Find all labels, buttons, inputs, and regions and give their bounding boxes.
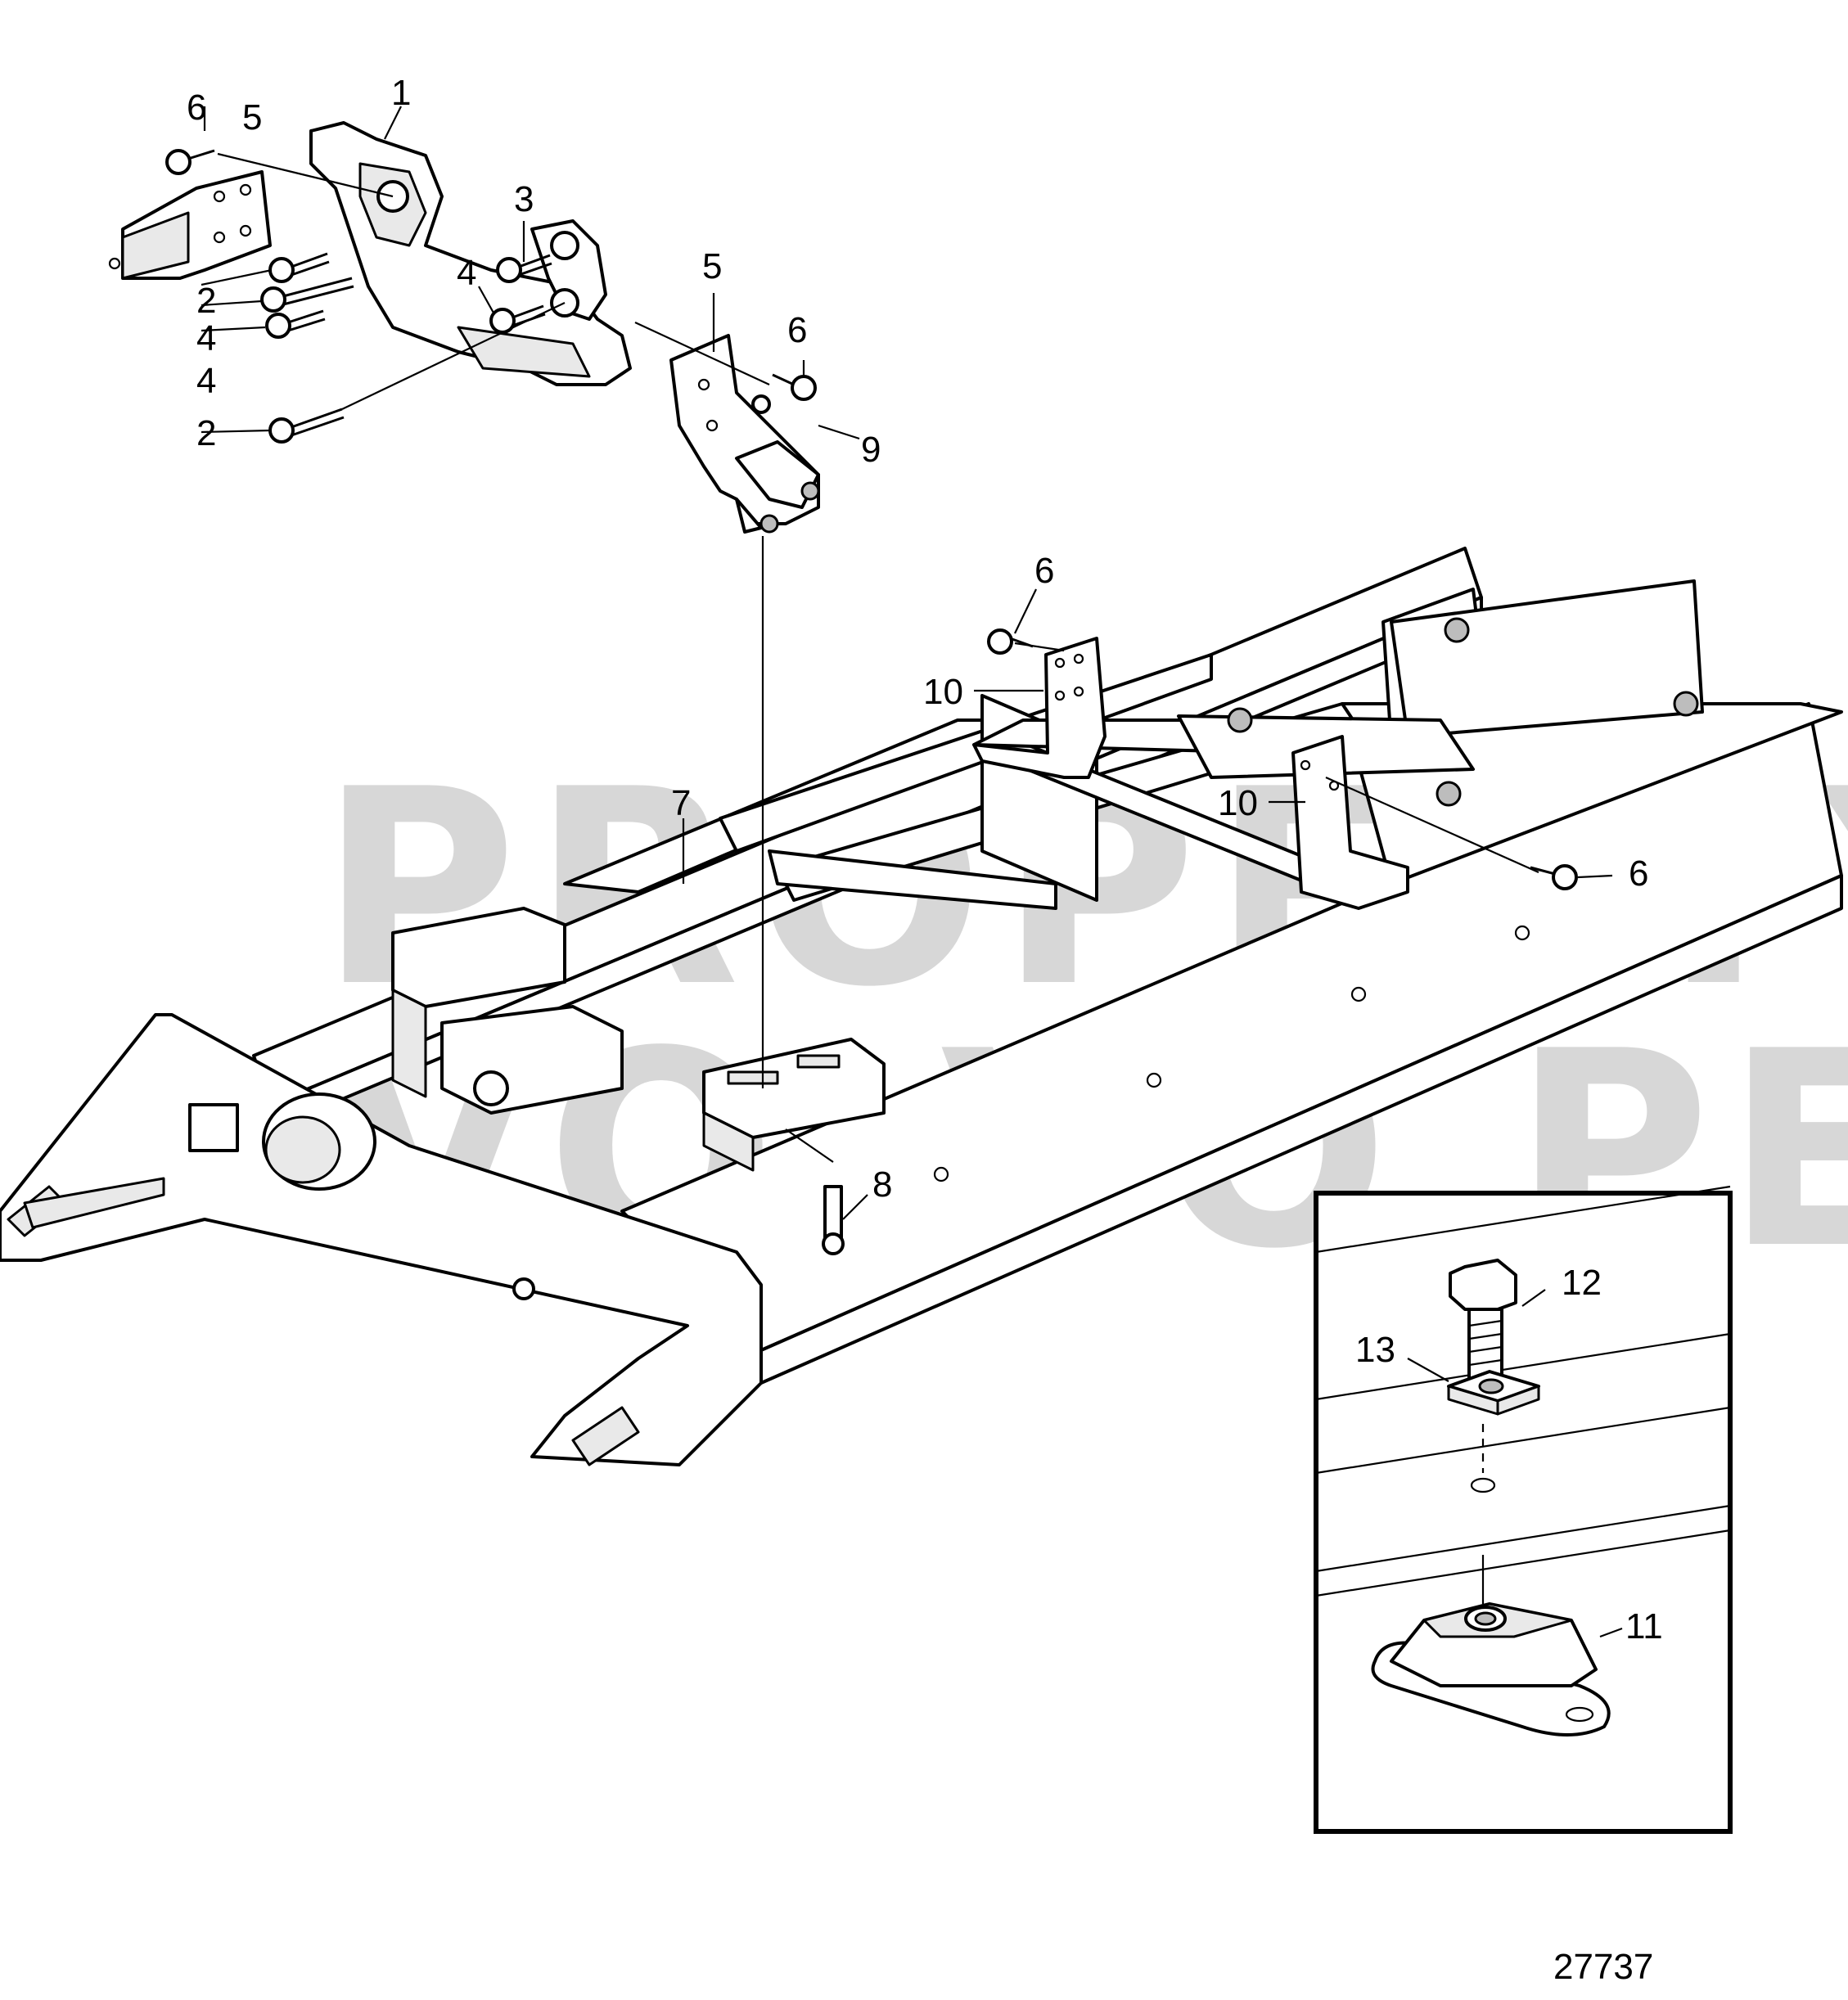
- engine-mount-bracket: [309, 121, 632, 386]
- callout-4a: 4: [457, 253, 476, 293]
- callout-7: 7: [671, 783, 691, 823]
- callout-6b: 6: [787, 310, 807, 350]
- callout-6a: 6: [187, 88, 206, 128]
- bolt-icon: [987, 628, 1034, 655]
- callout-5a: 5: [242, 97, 262, 137]
- callout-10a: 10: [923, 672, 963, 712]
- mount-plate-left: [108, 170, 272, 280]
- callout-12: 12: [1562, 1263, 1602, 1303]
- bolt-icon: [1530, 864, 1578, 890]
- bolt-icon: [165, 149, 215, 175]
- bolt-icon: [751, 394, 771, 414]
- callout-4b: 4: [196, 318, 216, 358]
- detail-inset: [1314, 1185, 1733, 1834]
- callout-2a: 2: [196, 281, 216, 321]
- mount-plate-right: [669, 334, 820, 534]
- callout-13: 13: [1355, 1330, 1395, 1370]
- callout-8: 8: [872, 1164, 892, 1205]
- engine-bed-frame: [0, 547, 1843, 1466]
- callout-9: 9: [861, 430, 881, 470]
- callout-5b: 5: [702, 246, 722, 286]
- hex-bolt-icon: [1449, 1259, 1517, 1385]
- leader-lines: [201, 106, 1613, 1220]
- callout-6d: 6: [1629, 854, 1648, 894]
- bolt-icon: [268, 408, 345, 444]
- bolt-icon: [260, 277, 354, 313]
- callout-4c: 4: [196, 361, 216, 401]
- callout-3: 3: [514, 179, 534, 219]
- angle-bracket-front: [972, 637, 1107, 779]
- callout-1: 1: [391, 73, 411, 113]
- bolt-icon: [265, 309, 326, 339]
- callout-11: 11: [1625, 1606, 1663, 1646]
- callout-6c: 6: [1034, 551, 1054, 591]
- angle-bracket-rear: [1291, 735, 1409, 910]
- callout-10b: 10: [1218, 783, 1258, 823]
- bolt-icon: [772, 373, 817, 401]
- callout-labels: 1 2 2 3 4 4 4 5 5 6 6 6 6 7 8 9 10 10 11…: [187, 73, 1663, 1646]
- bolt-icon: [496, 254, 552, 283]
- callout-2b: 2: [196, 413, 216, 453]
- document-number: 27737: [1553, 1947, 1653, 1987]
- rubber-mount-icon: [1371, 1602, 1611, 1736]
- bolt-icon: [268, 252, 330, 283]
- bolt-icon: [822, 1185, 845, 1255]
- square-washer-icon: [1447, 1370, 1540, 1416]
